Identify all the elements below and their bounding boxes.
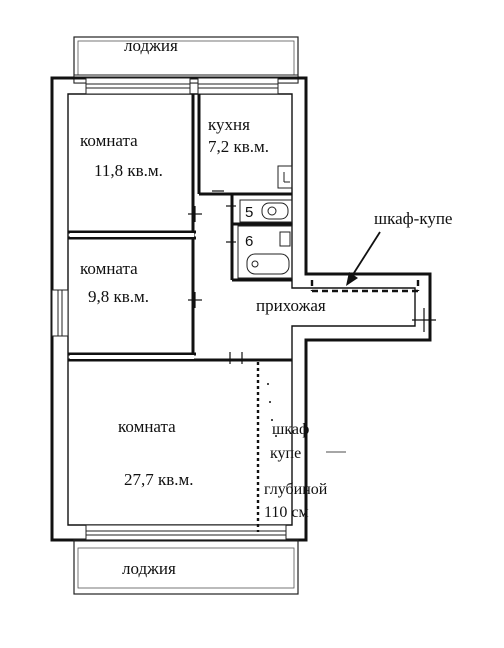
room-2-label: комната	[80, 259, 138, 278]
room-3-area: 27,7 кв.м.	[124, 470, 194, 489]
wardrobe-hall-label: шкаф-купе	[374, 209, 452, 228]
loggia-top	[73, 36, 299, 84]
wardrobe-room-line-4: 110 см	[264, 504, 309, 521]
wardrobe-room-line-3: глубиной	[264, 481, 328, 498]
door-marks	[188, 190, 436, 364]
kitchen-label: кухня	[208, 115, 250, 134]
arrow-icon	[346, 231, 381, 286]
wardrobe-hall	[310, 280, 420, 293]
loggia-bottom	[73, 539, 299, 595]
wardrobe-room-line-2: купе	[270, 445, 301, 462]
kitchen-area: 7,2 кв.м.	[208, 137, 269, 156]
bath-number: 5	[245, 204, 253, 221]
wardrobe-room-line-1: шкаф	[272, 421, 309, 438]
hallway-label: прихожая	[256, 296, 326, 315]
loggia-top-label: лоджия	[124, 36, 178, 55]
toilet-number: 6	[245, 233, 253, 250]
room-2-area: 9,8 кв.м.	[88, 287, 149, 306]
kitchen-stove	[277, 165, 293, 189]
room-1-label: комната	[80, 131, 138, 150]
room-1-area: 11,8 кв.м.	[94, 161, 163, 180]
room-3-label: комната	[118, 417, 176, 436]
stray-dots	[267, 383, 346, 453]
interior-walls	[68, 94, 292, 362]
wall-fill	[70, 233, 194, 359]
bathroom-fixtures	[237, 199, 293, 279]
loggia-bottom-label: лоджия	[122, 559, 176, 578]
